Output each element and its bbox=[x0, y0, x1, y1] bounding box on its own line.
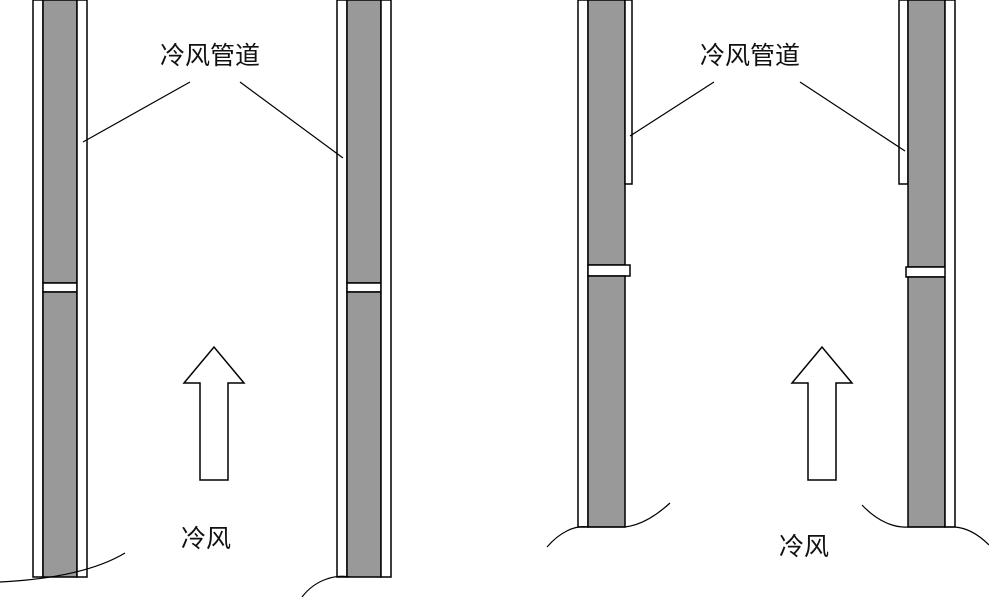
gray-pipe-lower bbox=[907, 276, 946, 528]
right-panel: 冷风管道 冷风 bbox=[546, 0, 989, 561]
leader-line bbox=[629, 81, 715, 137]
left-panel-right-wall bbox=[336, 0, 392, 578]
duct-label: 冷风管道 bbox=[160, 41, 260, 70]
gray-pipe-upper bbox=[907, 0, 946, 268]
leader-line bbox=[799, 81, 906, 152]
cold-air-label: 冷风 bbox=[181, 524, 231, 553]
short-inner-liner bbox=[898, 0, 909, 185]
ground-line-left bbox=[546, 502, 671, 548]
gray-pipe-upper bbox=[587, 0, 626, 266]
leader-line bbox=[239, 81, 344, 159]
left-panel: 冷风管道 冷风 bbox=[0, 0, 392, 597]
inner-duct-lining bbox=[76, 0, 88, 578]
ground-line-right bbox=[861, 504, 989, 546]
short-inner-liner bbox=[624, 0, 633, 185]
cold-air-label: 冷风 bbox=[779, 532, 829, 561]
inner-duct-lining bbox=[336, 0, 348, 578]
pipe-joint bbox=[42, 282, 78, 293]
outer-jacket bbox=[380, 0, 392, 578]
gray-pipe-lower bbox=[587, 275, 626, 528]
ground-line-right bbox=[301, 575, 351, 597]
duct-label: 冷风管道 bbox=[700, 41, 800, 70]
outer-jacket bbox=[577, 0, 589, 528]
pipe-joint bbox=[587, 264, 631, 277]
outer-jacket bbox=[32, 0, 44, 578]
leader-line bbox=[82, 81, 191, 143]
cold-air-arrow-icon bbox=[182, 345, 246, 481]
right-panel-right-wall bbox=[898, 0, 956, 528]
gray-pipe-upper bbox=[42, 0, 78, 284]
outer-jacket bbox=[944, 0, 956, 528]
pipe-joint bbox=[346, 282, 382, 293]
gray-pipe-lower bbox=[42, 291, 78, 578]
cold-air-arrow-icon bbox=[790, 345, 854, 481]
right-panel-left-wall bbox=[577, 0, 633, 528]
gray-pipe-lower bbox=[346, 291, 382, 578]
gray-pipe-upper bbox=[346, 0, 382, 284]
ground-line-left bbox=[0, 552, 126, 583]
pipe-joint bbox=[905, 266, 948, 278]
left-panel-left-wall bbox=[32, 0, 88, 578]
